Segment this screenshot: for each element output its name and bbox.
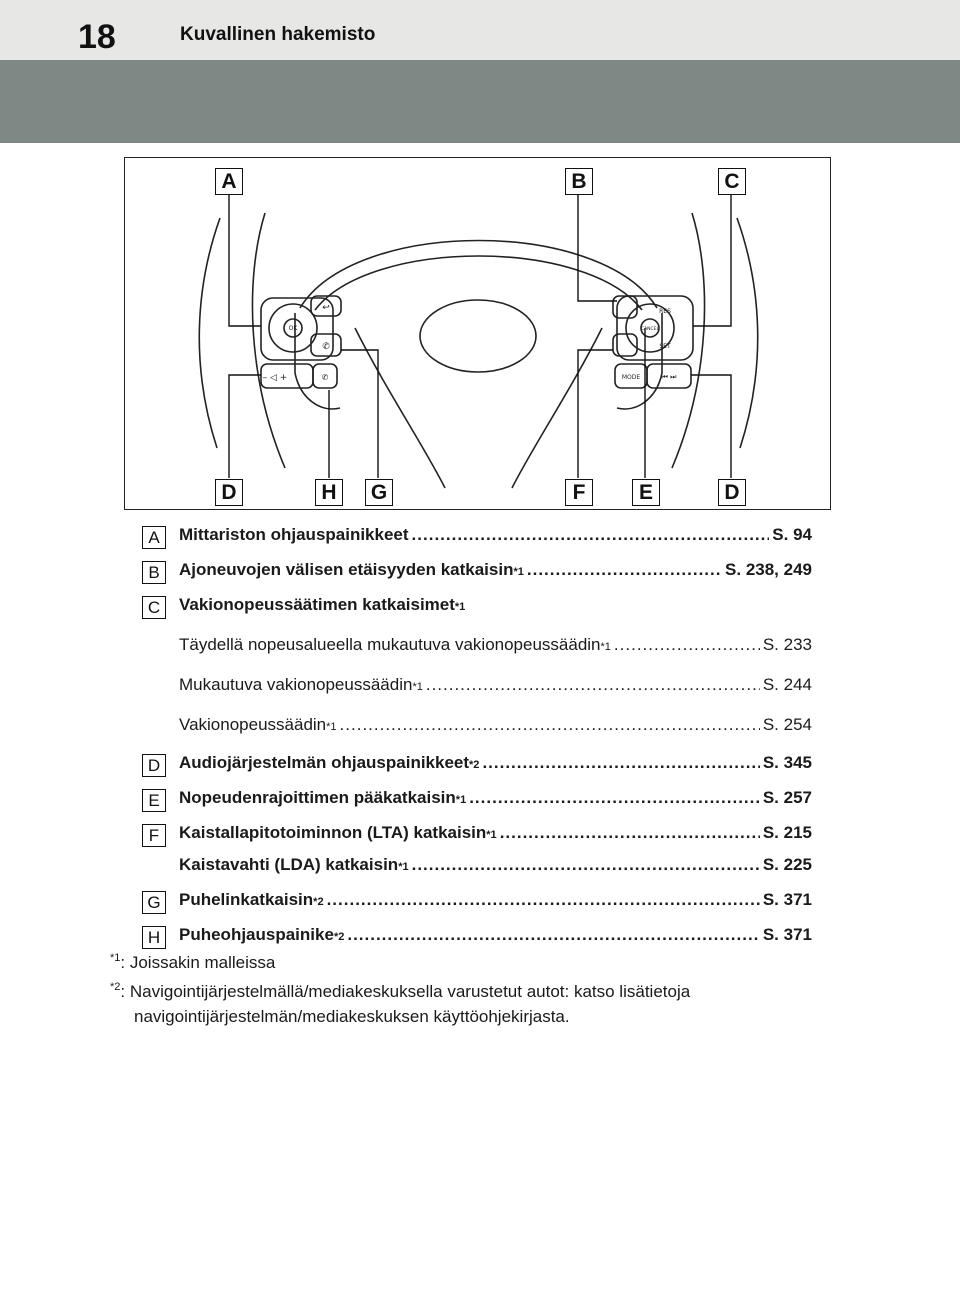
entry-text: Ajoneuvojen välisen etäisyyden katkaisin xyxy=(179,560,514,579)
legend-entry: C Vakionopeussäätimen katkaisimet*1 xyxy=(142,592,812,620)
footnote: *2: Navigointijärjestelmällä/mediakeskuk… xyxy=(110,979,810,1029)
legend-entry: F Kaistallapitotoiminnon (LTA) katkaisin… xyxy=(142,820,812,848)
entry-badge: E xyxy=(142,789,166,812)
callout-g: G xyxy=(365,479,393,506)
entry-text: Täydellä nopeusalueella mukautuva vakion… xyxy=(179,635,601,654)
legend-entry: G Puhelinkatkaisin*2S. 371 xyxy=(142,887,812,915)
legend-entry: D Audiojärjestelmän ohjauspainikkeet*2S.… xyxy=(142,750,812,778)
res-button-label: RES xyxy=(659,308,671,315)
entry-badge: C xyxy=(142,596,166,619)
entry-badge: H xyxy=(142,926,166,949)
entry-page-ref[interactable]: S. 371 xyxy=(762,890,812,909)
callout-c: C xyxy=(718,168,746,195)
callout-e: E xyxy=(632,479,660,506)
footnotes: *1: Joissakin malleissa *2: Navigointijä… xyxy=(110,950,810,1033)
legend-subentry: Täydellä nopeusalueella mukautuva vakion… xyxy=(142,632,812,660)
footnote-mark: *1 xyxy=(110,952,121,964)
entry-text: Nopeudenrajoittimen pääkatkaisin xyxy=(179,788,456,807)
legend-subentry: Kaistavahti (LDA) katkaisin*1S. 225 xyxy=(142,852,812,880)
callout-b: B xyxy=(565,168,593,195)
legend-entry: A Mittariston ohjauspainikkeet S. 94 xyxy=(142,522,812,550)
svg-text:⏮ ⏭: ⏮ ⏭ xyxy=(662,373,678,381)
entry-text: Puhelinkatkaisin xyxy=(179,890,314,909)
ok-button-label: OK xyxy=(289,325,299,332)
footnote-text: : Navigointijärjestelmällä/mediakeskukse… xyxy=(120,982,691,1001)
callout-f: F xyxy=(565,479,593,506)
svg-text:↩: ↩ xyxy=(322,303,330,313)
legend-subentry: Mukautuva vakionopeussäädin*1S. 244 xyxy=(142,672,812,700)
entry-page-ref[interactable]: S. 225 xyxy=(762,855,812,874)
svg-text:– ◁ +: – ◁ + xyxy=(263,373,288,383)
set-button-label: SET xyxy=(659,343,671,350)
legend-subentry: Vakionopeussäädin*1S. 254 xyxy=(142,712,812,740)
callout-d-left: D xyxy=(215,479,243,506)
cancel-button-label: CANCEL xyxy=(641,326,660,332)
entry-page-ref[interactable]: S. 345 xyxy=(762,753,812,772)
entry-page-ref[interactable]: S. 238, 249 xyxy=(725,560,812,579)
entry-text: Vakionopeussäätimen katkaisimet xyxy=(179,595,455,614)
entry-page-ref[interactable]: S. 94 xyxy=(772,525,812,544)
svg-text:✆: ✆ xyxy=(322,342,330,352)
callout-a: A xyxy=(215,168,243,195)
entry-page-ref[interactable]: S. 233 xyxy=(762,635,812,654)
footnote-continuation: navigointijärjestelmän/mediakeskuksen kä… xyxy=(134,1007,570,1026)
page-title: Kuvallinen hakemisto xyxy=(180,24,376,45)
entry-text: Audiojärjestelmän ohjauspainikkeet xyxy=(179,753,470,772)
svg-text:✆: ✆ xyxy=(322,373,329,382)
entry-text: Kaistallapitotoiminnon (LTA) katkaisin xyxy=(179,823,487,842)
footnote: *1: Joissakin malleissa xyxy=(110,950,810,975)
entry-text: Kaistavahti (LDA) katkaisin xyxy=(179,855,399,874)
entry-text: Mukautuva vakionopeussäädin xyxy=(179,675,413,694)
mode-button-label: MODE xyxy=(622,374,641,381)
entry-page-ref[interactable]: S. 215 xyxy=(762,823,812,842)
entry-badge: A xyxy=(142,526,166,549)
callout-h: H xyxy=(315,479,343,506)
section-banner xyxy=(0,60,960,143)
entry-badge: G xyxy=(142,891,166,914)
steering-wheel-figure: OK RES CANCEL SET MODE – ◁ + ✆ ⏮ ⏭ ↩ ✆ A… xyxy=(124,157,831,510)
callout-d-right: D xyxy=(718,479,746,506)
entry-badge: D xyxy=(142,754,166,777)
footnote-mark: *2 xyxy=(110,981,121,993)
entry-badge: B xyxy=(142,561,166,584)
legend-entry: B Ajoneuvojen välisen etäisyyden katkais… xyxy=(142,557,812,585)
footnote-text: : Joissakin malleissa xyxy=(120,953,276,972)
entry-text: Puheohjauspainike xyxy=(179,925,334,944)
page-number: 18 xyxy=(78,18,116,56)
legend-entry: E Nopeudenrajoittimen pääkatkaisin*1S. 2… xyxy=(142,785,812,813)
legend-entry: H Puheohjauspainike*2S. 371 xyxy=(142,922,812,950)
entry-badge: F xyxy=(142,824,166,847)
entry-text: Vakionopeussäädin xyxy=(179,715,327,734)
entry-page-ref[interactable]: S. 257 xyxy=(762,788,812,807)
entry-page-ref[interactable]: S. 371 xyxy=(762,925,812,944)
entry-page-ref[interactable]: S. 244 xyxy=(762,675,812,694)
steering-wheel-illustration: OK RES CANCEL SET MODE – ◁ + ✆ ⏮ ⏭ ↩ ✆ xyxy=(198,194,759,489)
entry-page-ref[interactable]: S. 254 xyxy=(762,715,812,734)
entry-text: Mittariston ohjauspainikkeet xyxy=(179,525,409,544)
page-header: 18 Kuvallinen hakemisto xyxy=(0,0,960,60)
